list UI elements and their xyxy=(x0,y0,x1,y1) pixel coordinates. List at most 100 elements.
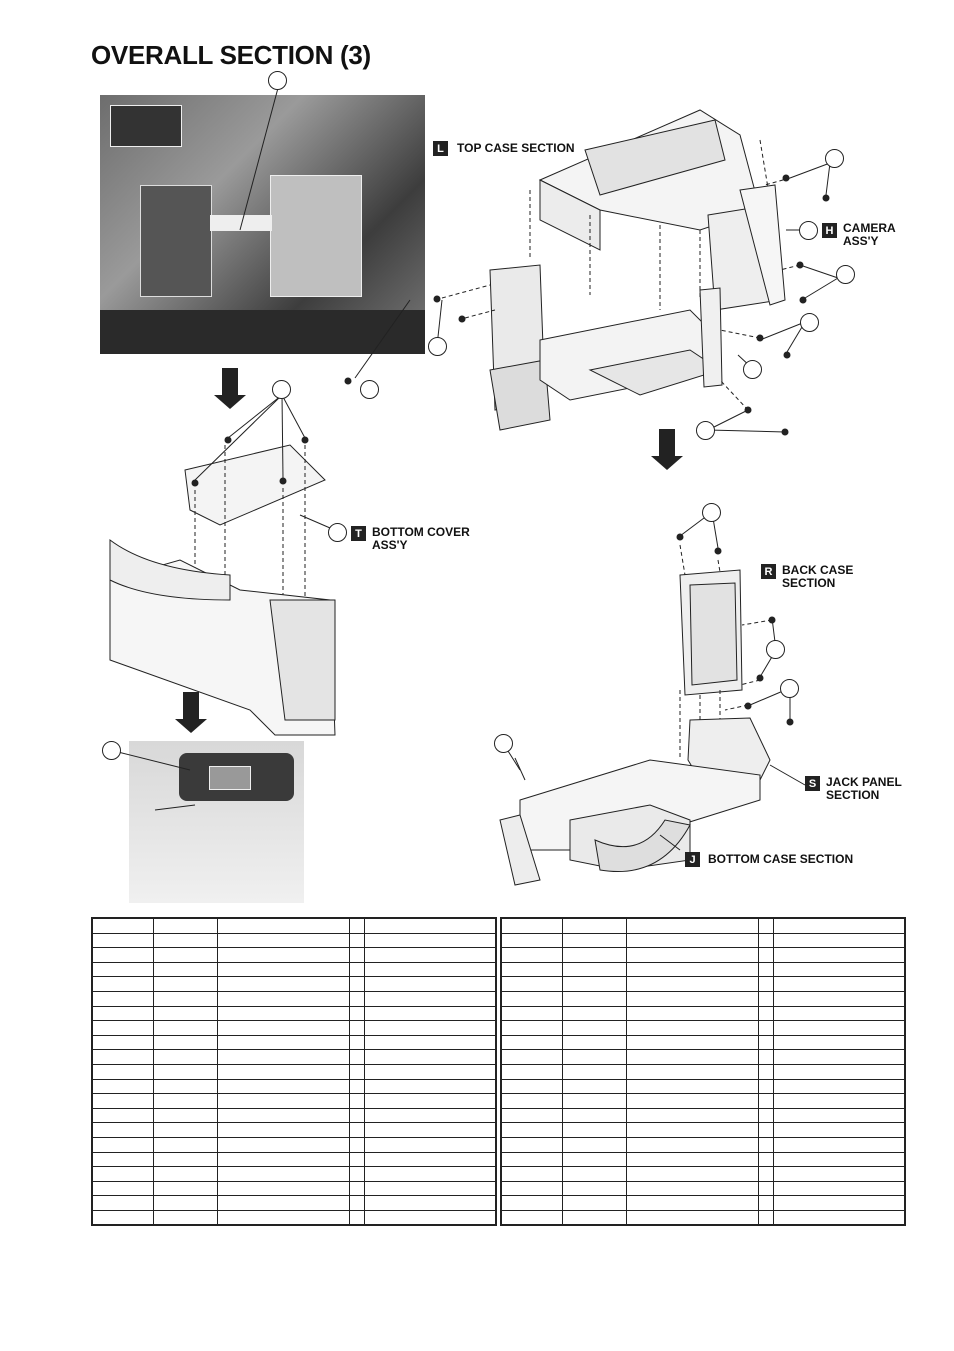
table-cell xyxy=(561,1180,627,1197)
table-row xyxy=(500,1020,906,1036)
table-row xyxy=(91,961,497,978)
table-cell xyxy=(772,1195,906,1211)
section-label-line1: BOTTOM COVER xyxy=(372,525,470,539)
table-cell xyxy=(500,1034,563,1051)
table-cell xyxy=(500,1049,563,1065)
table-cell xyxy=(152,1005,218,1022)
table-cell xyxy=(500,932,563,949)
table-cell xyxy=(363,961,497,978)
table-row xyxy=(91,1166,497,1182)
callout-circle xyxy=(743,360,762,379)
callout-circle xyxy=(360,380,379,399)
table-cell xyxy=(152,1180,218,1197)
table-cell xyxy=(500,917,563,934)
table-row xyxy=(91,917,497,934)
table-cell xyxy=(561,917,627,934)
table-cell xyxy=(216,1122,350,1138)
table-row xyxy=(500,976,906,992)
table-cell xyxy=(216,1195,350,1211)
table-cell xyxy=(500,1122,563,1138)
table-cell xyxy=(152,1078,218,1095)
table-row xyxy=(500,917,906,934)
table-row xyxy=(500,1209,906,1226)
section-label-line1: CAMERA xyxy=(843,221,896,235)
table-cell xyxy=(757,961,774,978)
table-cell xyxy=(91,1063,154,1080)
table-cell xyxy=(757,947,774,963)
table-cell xyxy=(772,1180,906,1197)
table-cell xyxy=(561,1195,627,1211)
table-cell xyxy=(757,917,774,934)
table-cell xyxy=(348,1034,365,1051)
table-cell xyxy=(625,932,759,949)
table-cell xyxy=(625,1209,759,1226)
section-label-line2: ASS'Y xyxy=(843,234,879,248)
table-row xyxy=(500,1136,906,1153)
section-label-line2: SECTION xyxy=(782,576,836,590)
table-cell xyxy=(348,1180,365,1197)
callout-circle xyxy=(702,503,721,522)
table-cell xyxy=(91,1078,154,1095)
table-cell xyxy=(363,1107,497,1124)
callout-circle xyxy=(780,679,799,698)
table-cell xyxy=(216,1093,350,1109)
table-cell xyxy=(152,1151,218,1168)
table-cell xyxy=(625,1136,759,1153)
table-cell xyxy=(757,1034,774,1051)
callout-circle xyxy=(800,313,819,332)
table-cell xyxy=(348,1049,365,1065)
table-cell xyxy=(216,1180,350,1197)
table-cell xyxy=(363,1034,497,1051)
table-cell xyxy=(216,961,350,978)
table-cell xyxy=(348,1093,365,1109)
table-cell xyxy=(561,1107,627,1124)
table-cell xyxy=(152,1136,218,1153)
table-cell xyxy=(561,1020,627,1036)
table-cell xyxy=(772,961,906,978)
table-row xyxy=(91,1049,497,1065)
table-row xyxy=(500,990,906,1007)
camera-assy-label: H CAMERA ASS'Y xyxy=(822,222,896,248)
table-cell xyxy=(625,976,759,992)
table-cell xyxy=(348,1020,365,1036)
section-label-line1: BACK CASE xyxy=(782,563,854,577)
table-row xyxy=(500,947,906,963)
table-row xyxy=(91,990,497,1007)
table-row xyxy=(500,1151,906,1168)
table-cell xyxy=(216,917,350,934)
table-cell xyxy=(625,1122,759,1138)
table-cell xyxy=(91,1020,154,1036)
table-cell xyxy=(757,1151,774,1168)
table-cell xyxy=(91,1107,154,1124)
table-cell xyxy=(363,990,497,1007)
table-cell xyxy=(152,1107,218,1124)
table-cell xyxy=(561,1166,627,1182)
table-cell xyxy=(772,1122,906,1138)
table-cell xyxy=(91,1136,154,1153)
table-cell xyxy=(363,947,497,963)
bottom-cover-assy-label: T BOTTOM COVER ASS'Y xyxy=(351,526,470,552)
table-cell xyxy=(625,1034,759,1051)
table-cell xyxy=(500,961,563,978)
table-row xyxy=(91,1195,497,1211)
table-row xyxy=(500,1166,906,1182)
table-cell xyxy=(500,1020,563,1036)
table-cell xyxy=(216,1078,350,1095)
section-label-line2: ASS'Y xyxy=(372,538,408,552)
table-cell xyxy=(757,1195,774,1211)
section-badge: L xyxy=(433,141,448,156)
table-cell xyxy=(561,1049,627,1065)
table-cell xyxy=(500,1063,563,1080)
section-badge: H xyxy=(822,223,837,238)
table-cell xyxy=(625,1063,759,1080)
table-row xyxy=(91,1034,497,1051)
table-cell xyxy=(757,1107,774,1124)
table-row xyxy=(91,1093,497,1109)
table-row xyxy=(91,1136,497,1153)
section-badge: T xyxy=(351,526,366,541)
callout-circle xyxy=(494,734,513,753)
table-cell xyxy=(772,1020,906,1036)
table-cell xyxy=(363,1122,497,1138)
table-cell xyxy=(757,1063,774,1080)
table-cell xyxy=(500,1005,563,1022)
